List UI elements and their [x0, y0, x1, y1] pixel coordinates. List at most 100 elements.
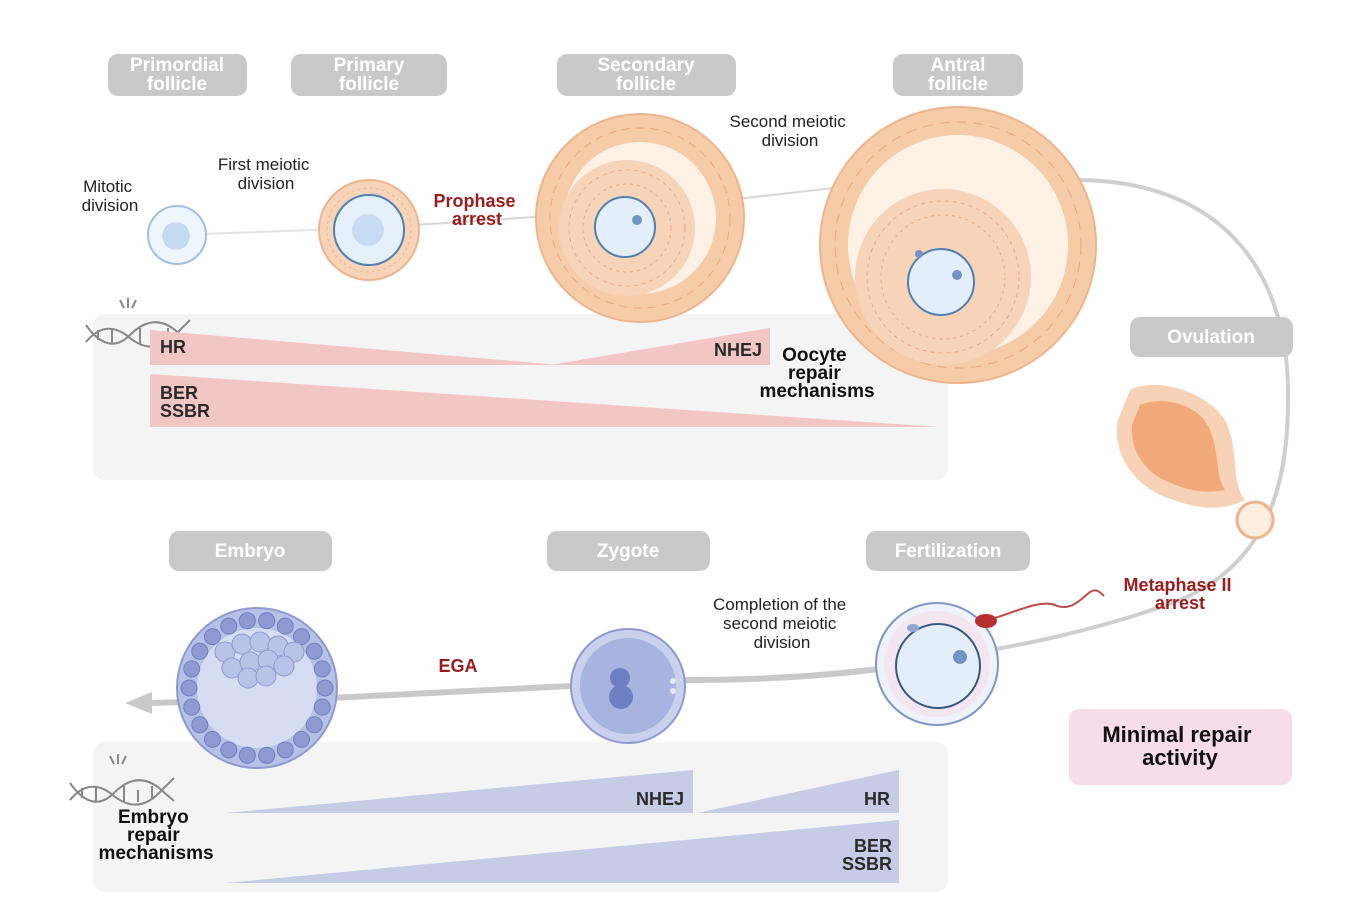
trophectoderm-cell: [313, 660, 331, 678]
embryo-hr-label: HR: [864, 789, 890, 809]
embryo-repair-title: Embryo repair mechanisms: [98, 807, 213, 864]
embryo-ber-ssbr-wedge: [225, 820, 899, 883]
pill-secondary: Secondary follicle: [557, 54, 736, 96]
pill-primary-line2: follicle: [339, 74, 399, 95]
embryo-hr-wedge: [697, 770, 899, 813]
pill-antral: Antral follicle: [893, 54, 1023, 96]
inner-cell-mass-cell: [273, 655, 295, 677]
label-ega: EGA: [438, 656, 477, 676]
pill-primary-line1: Primary: [334, 55, 405, 76]
trophectoderm-cell: [305, 642, 323, 660]
secondary-follicle-icon: [535, 113, 745, 323]
pill-antral-line2: follicle: [928, 74, 988, 95]
trophectoderm-cell: [238, 612, 256, 630]
label-prophase-line2: arrest: [452, 209, 502, 229]
dna-icon-embryo: [69, 754, 175, 806]
pill-ovulation-label: Ovulation: [1167, 327, 1255, 348]
trophectoderm-cell: [313, 698, 331, 716]
label-first-meiotic-line1: First meiotic: [218, 155, 310, 174]
label-mitotic-line1: Mitotic: [83, 177, 133, 196]
minimal-repair-text: Minimal repair activity: [1102, 722, 1257, 770]
antral-follicle-icon: [819, 106, 1097, 384]
trophectoderm-cell: [191, 642, 209, 660]
embryo-nhej-label: NHEJ: [636, 789, 684, 809]
trophectoderm-cell: [180, 679, 198, 697]
label-prophase-arrest: Prophase arrest: [433, 191, 520, 229]
label-mitotic: Mitotic division: [82, 177, 139, 215]
oocyte-ber-label: BER: [160, 383, 198, 403]
pathway-arrowhead-icon: [125, 692, 152, 714]
label-first-meiotic-line2: division: [238, 174, 295, 193]
label-mitotic-line2: division: [82, 196, 139, 215]
primordial-follicle-icon: [147, 205, 207, 265]
embryo-nhej-wedge: [225, 770, 693, 813]
pill-zygote: Zygote: [547, 531, 710, 571]
embryo-title-line2: repair: [127, 825, 180, 846]
minimal-repair-box: Minimal repair activity: [1069, 709, 1292, 785]
pill-ovulation: Ovulation: [1130, 317, 1293, 357]
trophectoderm-cell: [258, 612, 276, 630]
label-second-meiotic: Second meiotic division: [730, 112, 851, 150]
label-metaphase-line2: arrest: [1155, 593, 1205, 613]
minimal-line1: Minimal repair: [1102, 722, 1252, 747]
pill-embryo-label: Embryo: [215, 541, 286, 562]
pill-antral-line1: Antral: [931, 55, 986, 76]
oocyte-repair-title: Oocyte repair mechanisms: [759, 345, 874, 402]
label-first-meiotic: First meiotic division: [218, 155, 314, 193]
inner-cell-mass-cell: [237, 667, 259, 689]
trophectoderm-cell: [293, 730, 311, 748]
pill-embryo: Embryo: [169, 531, 332, 571]
pill-fertilization: Fertilization: [866, 531, 1030, 571]
embryo-title-line3: mechanisms: [98, 843, 213, 864]
oocyte-title-line1: Oocyte: [782, 345, 846, 366]
embryo-blastocyst-icon: [176, 607, 338, 769]
oocyte-ber-ssbr-wedge: [150, 374, 940, 427]
trophectoderm-cell: [203, 628, 221, 646]
label-completion-line2: second meiotic: [723, 614, 837, 633]
pill-primordial-line2: follicle: [147, 74, 207, 95]
oocyte-hr-label: HR: [160, 337, 186, 357]
embryo-title-line1: Embryo: [118, 807, 189, 828]
inner-cell-mass-cell: [255, 665, 277, 687]
trophectoderm-cell: [220, 617, 238, 635]
inner-cell-mass-cell: [231, 633, 253, 655]
label-completion: Completion of the second meiotic divisio…: [713, 595, 851, 652]
trophectoderm-cell: [258, 746, 276, 764]
pill-primary: Primary follicle: [291, 54, 447, 96]
label-metaphase-arrest: Metaphase II arrest: [1123, 575, 1236, 613]
label-prophase-line1: Prophase: [433, 191, 515, 211]
sperm-icon: [975, 589, 1105, 628]
trophectoderm-cell: [305, 716, 323, 734]
zygote-icon: [570, 628, 686, 744]
pill-fertilization-label: Fertilization: [895, 541, 1002, 562]
oocyte-nhej-label: NHEJ: [714, 340, 762, 360]
fertilization-oocyte-icon: [875, 602, 999, 726]
inner-cell-mass-cell: [249, 631, 271, 653]
oocyte-ssbr-label: SSBR: [160, 401, 210, 421]
oocyte-title-line2: repair: [788, 363, 841, 384]
pill-zygote-label: Zygote: [597, 541, 659, 562]
pill-secondary-line1: Secondary: [597, 55, 695, 76]
trophectoderm-cell: [276, 741, 294, 759]
embryo-ssbr-label: SSBR: [842, 854, 892, 874]
pill-primordial-line1: Primordial: [130, 55, 224, 76]
trophectoderm-cell: [220, 741, 238, 759]
pill-secondary-line2: follicle: [616, 74, 676, 95]
label-completion-line1: Completion of the: [713, 595, 846, 614]
ovulated-oocyte-icon: [1116, 384, 1275, 540]
oocyte-title-line3: mechanisms: [759, 381, 874, 402]
oocyte-nhej-wedge: [550, 328, 770, 365]
embryo-ber-label: BER: [854, 836, 892, 856]
trophectoderm-cell: [183, 698, 201, 716]
trophectoderm-cell: [203, 730, 221, 748]
trophectoderm-cell: [316, 679, 334, 697]
trophectoderm-cell: [276, 617, 294, 635]
trophectoderm-cell: [183, 660, 201, 678]
pathway-curve: [989, 178, 1291, 652]
label-second-meiotic-line1: Second meiotic: [730, 112, 847, 131]
primary-follicle-icon: [318, 179, 420, 281]
pill-primordial: Primordial follicle: [108, 54, 247, 96]
label-completion-line3: division: [754, 633, 811, 652]
